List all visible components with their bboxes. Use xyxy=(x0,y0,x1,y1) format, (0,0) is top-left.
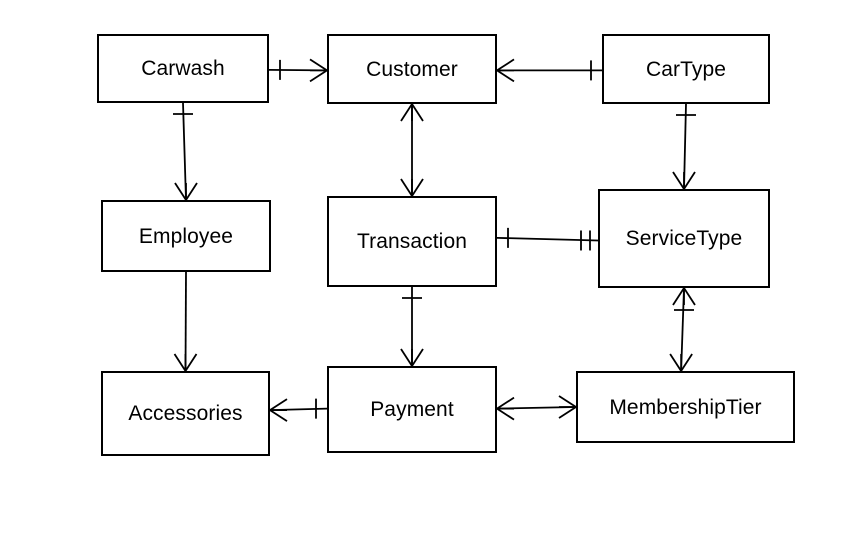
entity-label: MembershipTier xyxy=(609,395,762,419)
entity-label: Accessories xyxy=(128,402,243,425)
entity-employee[interactable]: Employee xyxy=(101,200,271,272)
entity-carwash[interactable]: Carwash xyxy=(97,34,269,103)
entity-servicetype[interactable]: ServiceType xyxy=(598,189,770,288)
entity-label: CarType xyxy=(645,57,727,81)
entity-payment[interactable]: Payment xyxy=(327,366,497,453)
entity-customer[interactable]: Customer xyxy=(327,34,497,104)
entity-membershiptier[interactable]: MembershipTier xyxy=(576,371,795,443)
entity-label: Payment xyxy=(370,398,454,421)
entity-accessories[interactable]: Accessories xyxy=(101,371,270,456)
entity-label: ServiceType xyxy=(625,227,743,250)
entity-label: Employee xyxy=(138,224,234,248)
connector-transaction-servicetype xyxy=(496,236,599,242)
entity-transaction[interactable]: Transaction xyxy=(327,196,497,287)
entity-cartype[interactable]: CarType xyxy=(602,34,770,104)
entity-label: Carwash xyxy=(141,57,225,80)
entity-label: Customer xyxy=(366,57,458,81)
entity-label: Transaction xyxy=(356,230,468,253)
